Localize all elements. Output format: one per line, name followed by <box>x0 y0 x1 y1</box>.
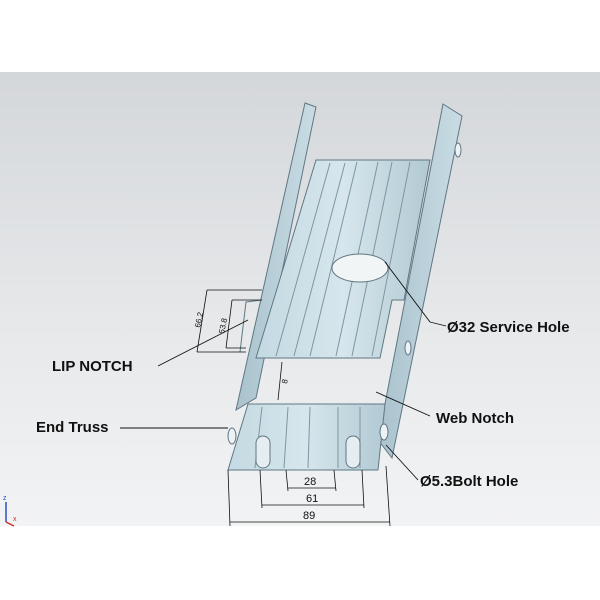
dim-66-2-label: 66.2 <box>193 311 205 329</box>
end-truss-callout: End Truss <box>36 419 109 436</box>
dim-28-label: 28 <box>304 476 316 488</box>
dim-89-label: 89 <box>303 510 315 522</box>
web-notch-dim-line <box>277 361 283 401</box>
slot-right <box>345 435 361 469</box>
lip-notch-callout: LIP NOTCH <box>52 358 133 375</box>
slot-left <box>255 435 271 469</box>
left-flange <box>235 102 317 412</box>
dim-53-8-label: 53.8 <box>217 317 229 335</box>
service-hole <box>331 253 389 283</box>
lip-notch-edge <box>239 299 263 353</box>
web-lower <box>227 403 386 471</box>
web-notch-callout: Web Notch <box>436 410 514 427</box>
bolt-hole-upper <box>454 142 462 158</box>
bolt-hole-left <box>227 427 237 445</box>
triad-x-label: x <box>13 516 17 523</box>
width-dimensions <box>227 465 391 527</box>
service-hole-callout: Ø32 Service Hole <box>447 319 570 336</box>
bolt-hole-right <box>379 423 389 441</box>
bolt-hole-mid <box>404 340 412 356</box>
leader-lines <box>120 261 447 481</box>
bolt-hole-callout: Ø5.3Bolt Hole <box>420 473 518 490</box>
triad-z-label: z <box>3 495 7 502</box>
lip-notch-dimensions <box>196 289 262 353</box>
right-flange <box>377 103 463 460</box>
dim-notch-gap-label: 8 <box>280 378 290 384</box>
orientation-triad: z x <box>3 495 17 527</box>
dim-61-label: 61 <box>306 493 318 505</box>
